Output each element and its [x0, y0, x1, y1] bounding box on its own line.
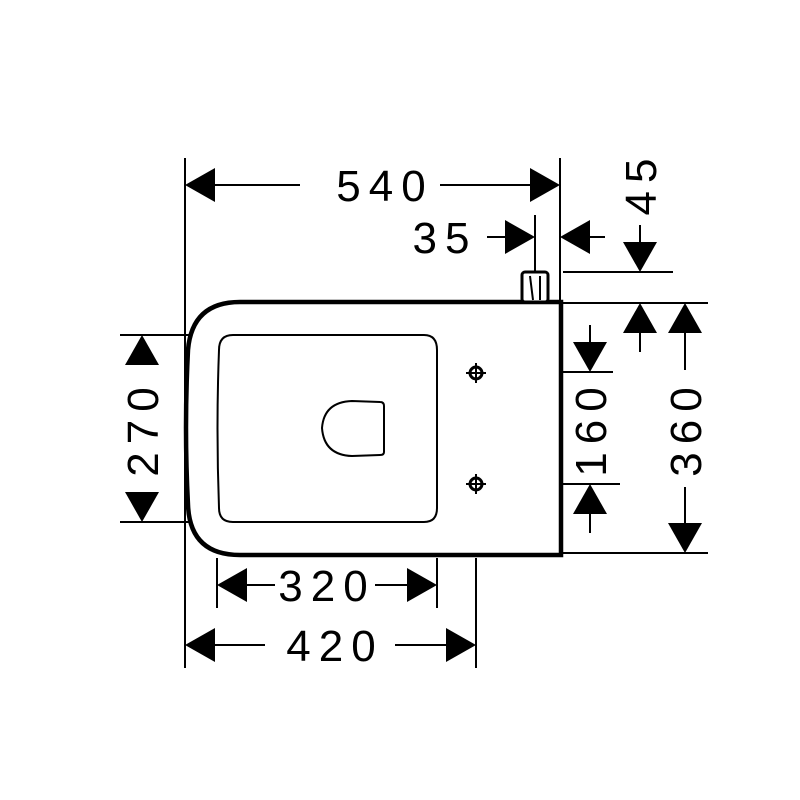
dimension-540: 540: [185, 162, 560, 211]
svg-text:160: 160: [567, 379, 616, 476]
dimension-160: 160: [567, 325, 616, 533]
toilet-outline: [183, 270, 564, 558]
svg-text:45: 45: [617, 151, 666, 216]
water-connection: [520, 270, 550, 304]
dimension-270: 270: [119, 335, 168, 522]
svg-text:270: 270: [119, 379, 168, 476]
bowl-rim: [216, 334, 438, 523]
dimension-45: 45: [617, 151, 666, 352]
dimension-35: 35: [413, 214, 605, 263]
toilet-body: [183, 299, 564, 558]
svg-text:320: 320: [278, 562, 375, 611]
dimension-360: 360: [662, 303, 711, 553]
svg-text:360: 360: [662, 379, 711, 476]
svg-text:35: 35: [413, 214, 478, 263]
dimension-320: 320: [217, 562, 437, 611]
bowl-outlet: [320, 399, 385, 458]
dimension-420: 420: [185, 622, 476, 671]
svg-text:420: 420: [286, 622, 383, 671]
fixing-point-icon: [466, 474, 486, 494]
svg-text:540: 540: [336, 162, 433, 211]
fixing-point-icon: [466, 363, 486, 383]
